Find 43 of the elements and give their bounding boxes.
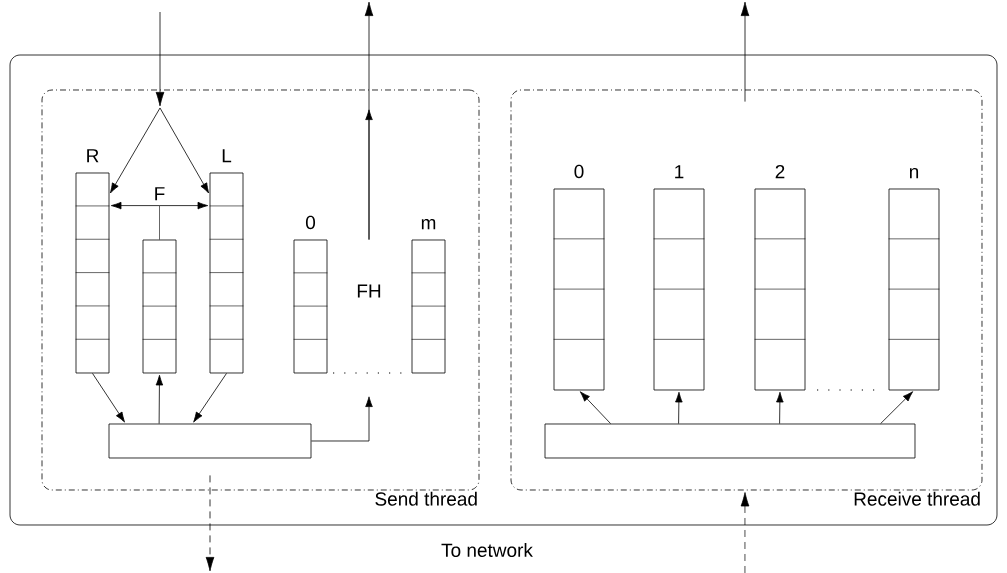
node-label: 1 <box>675 165 684 179</box>
buffer-bar <box>108 423 312 459</box>
arrow <box>193 373 227 423</box>
arrow <box>776 391 784 424</box>
arrow <box>155 374 164 424</box>
arrow <box>92 373 125 423</box>
node-label: 0 <box>305 215 316 230</box>
node-label: R <box>87 149 99 163</box>
node-label: 0 <box>574 164 584 179</box>
arrow <box>880 391 914 424</box>
node-label: Receive thread <box>854 491 980 506</box>
node-label: 2 <box>775 164 785 179</box>
arrow <box>740 1 750 102</box>
node-label: n <box>909 167 919 179</box>
arrow <box>159 201 209 210</box>
queue: R <box>75 149 110 374</box>
queue: 1 <box>653 165 705 391</box>
queue: 0 <box>293 215 328 374</box>
arrow <box>155 11 165 107</box>
arrow <box>675 391 683 424</box>
buffer-bar <box>544 423 916 459</box>
text-label: FH <box>357 284 381 298</box>
connector <box>159 205 160 240</box>
arrow <box>740 492 750 573</box>
queue: 2 <box>754 164 806 391</box>
queue: n <box>888 167 940 391</box>
arrow <box>579 391 611 424</box>
node-label: F <box>155 187 165 201</box>
arrow <box>311 396 373 442</box>
outer-frame <box>9 54 998 526</box>
node-label: m <box>421 218 436 230</box>
arrow <box>109 107 161 194</box>
caption-text: To network <box>441 543 533 557</box>
queue: L <box>209 149 244 374</box>
arrow <box>364 1 374 240</box>
arrow <box>159 107 210 194</box>
queue: F <box>142 187 177 374</box>
node-label: Send thread <box>375 491 477 506</box>
arrow <box>110 201 160 210</box>
arrow <box>205 475 215 572</box>
queue: 0 <box>553 164 605 391</box>
node-label: L <box>222 149 232 163</box>
queue: m <box>411 218 446 374</box>
